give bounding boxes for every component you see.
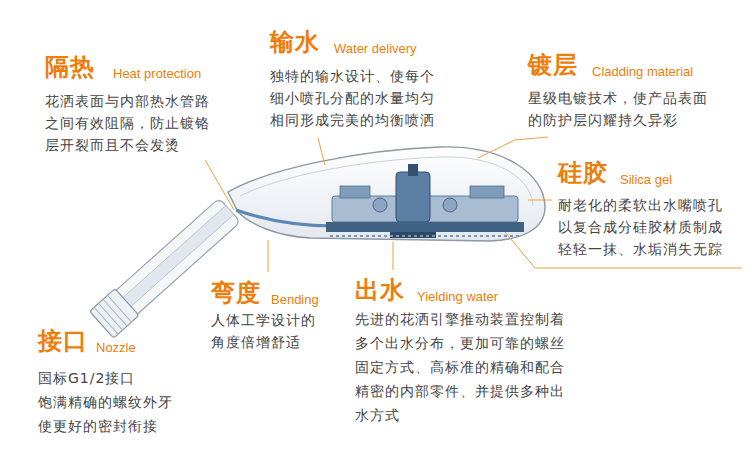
section-heading: 输水 [270,27,320,57]
screw [408,164,418,176]
section-heading: 弯度 [211,278,261,308]
engine-part [470,186,504,198]
silica-nozzles [330,235,520,237]
description-text: 国标G1/2接口 饱满精确的螺纹外牙 使更好的密封衔接 [38,366,198,438]
section-heading: 硅胶 [558,158,608,188]
english-heading: Water delivery [334,41,417,57]
english-heading: Yielding water [417,289,498,305]
leader-line [528,200,552,201]
description-text: 耐老化的柔软出水嘴喷孔 以复合成分硅胶材质制成 轻轻一抹、水垢消失无踪 [558,194,740,260]
description-text: 人体工学设计的 角度倍增舒适 [211,309,341,353]
english-heading: Nozzle [96,340,136,356]
english-heading: Cladding material [592,64,693,80]
gear [443,198,457,212]
leader-line [393,242,394,270]
leader-line [268,240,269,272]
description-text: 星级电镀技术，使产品表面 的防护层闪耀持久异彩 [528,87,728,131]
leader-line [478,137,548,158]
connector-nozzle [90,289,139,338]
description-text: 先进的花洒引擎推动装置控制着 多个出水分布，更加可靠的螺丝 固定方式、高标准的精… [355,307,583,427]
english-heading: Silica gel [620,172,672,188]
english-heading: Heat protection [113,66,201,82]
section-heading: 接口 [38,326,88,356]
description-text: 花洒表面与内部热水管路 之间有效阻隔，防止镀铬 层开裂而且不会发烫 [45,90,225,156]
section-heading: 出水 [355,275,405,305]
leader-lines [205,137,742,272]
engine-core [396,172,430,222]
gear [373,198,387,212]
leader-line [318,138,325,165]
description-text: 独特的输水设计、使每个 细小喷孔分配的水量均匀 相同形成完美的均衡喷洒 [270,65,450,131]
section-heading: 隔热 [45,52,95,82]
thread-line [107,295,131,322]
english-heading: Bending [271,292,319,308]
leader-line [205,160,234,210]
section-heading: 镀层 [528,50,578,80]
head-shell [228,147,545,241]
spray-plate [326,222,524,232]
engine-part [340,186,370,198]
